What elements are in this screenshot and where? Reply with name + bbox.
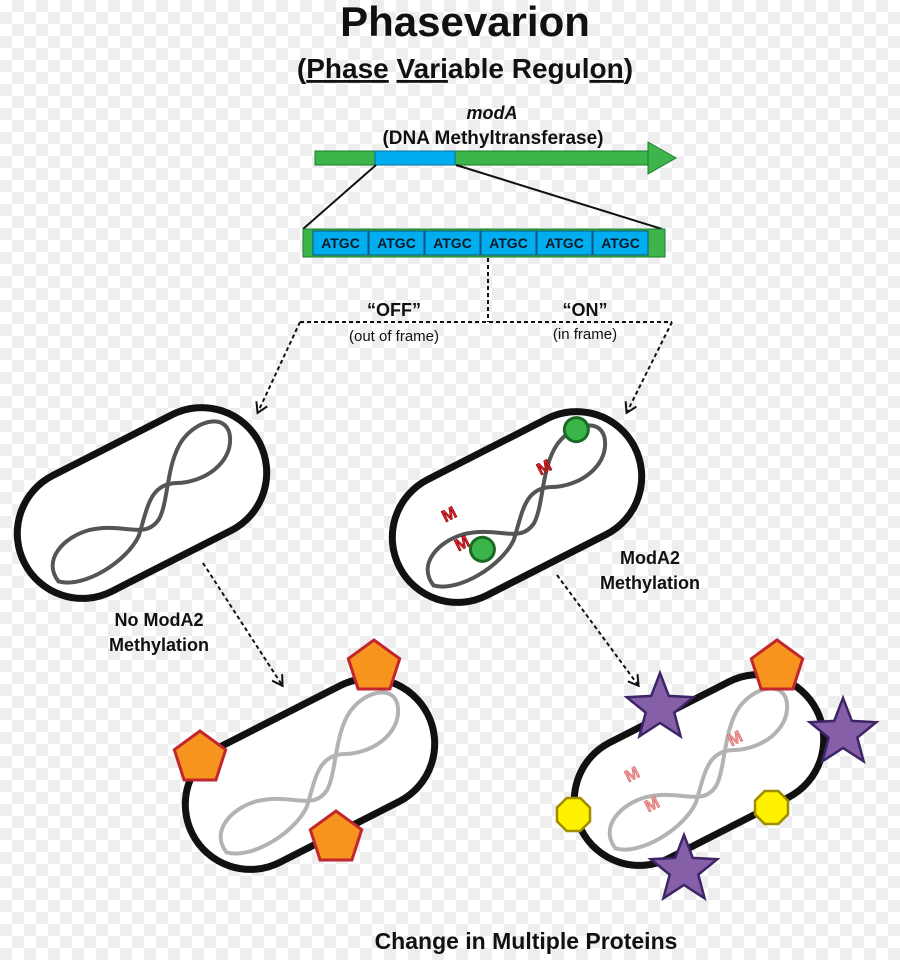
repeat-box xyxy=(424,230,481,256)
repeat-box xyxy=(368,230,425,256)
gene-name: modA xyxy=(467,103,518,123)
repeat-label: ATGC xyxy=(377,235,416,251)
on-branch-arrow xyxy=(624,321,673,415)
repeat-label: ATGC xyxy=(545,235,584,251)
methylation-label-line2: Methylation xyxy=(600,573,700,593)
octagon-protein xyxy=(555,796,592,833)
subtitle-phase: Phase xyxy=(306,53,389,84)
repeat-strip: ATGC ATGC ATGC ATGC ATGC ATGC xyxy=(302,228,666,258)
repeat-box xyxy=(592,230,649,256)
star-protein xyxy=(806,694,880,765)
on-label: “ON” xyxy=(563,300,608,320)
off-label: “OFF” xyxy=(367,300,421,320)
off-sublabel: (out of frame) xyxy=(349,328,439,345)
repeat-label: ATGC xyxy=(321,235,360,251)
octagon-protein xyxy=(753,789,790,826)
cell-on-result xyxy=(570,671,828,869)
repeat-label: ATGC xyxy=(601,235,640,251)
subtitle-on: on xyxy=(590,53,624,84)
off-branch-arrow xyxy=(255,321,301,415)
no-methylation-label-line2: Methylation xyxy=(109,635,209,655)
subtitle-open-paren: ( xyxy=(297,53,307,84)
branch-connector xyxy=(255,258,673,415)
repeat-label: ATGC xyxy=(489,235,528,251)
moda2-enzyme xyxy=(468,535,496,563)
no-methylation-label-line1: No ModA2 xyxy=(115,610,204,630)
pentagon-protein xyxy=(749,638,805,691)
subtitle-space xyxy=(389,53,397,84)
zoom-line-left xyxy=(302,164,377,230)
pentagon-protein xyxy=(172,729,228,782)
page-title: Phasevarion xyxy=(340,0,590,45)
on-sublabel: (in frame) xyxy=(553,326,617,343)
off-progress-arrow xyxy=(202,562,284,688)
moda2-enzyme xyxy=(562,416,590,444)
methylation-label-line1: ModA2 xyxy=(620,548,680,568)
pentagon-protein xyxy=(346,638,402,691)
star-protein xyxy=(647,831,721,902)
repeat-label: ATGC xyxy=(433,235,472,251)
repeat-box xyxy=(312,230,369,256)
repeat-region xyxy=(374,150,456,166)
cell-on xyxy=(388,408,646,606)
moda-gene-arrow xyxy=(314,141,678,175)
subtitle-close-paren: ) xyxy=(624,53,633,84)
bottom-caption: Change in Multiple Proteins xyxy=(375,928,678,954)
repeat-box xyxy=(536,230,593,256)
zoom-line-right xyxy=(455,164,663,230)
subtitle-able-regul: able Regul xyxy=(448,53,590,84)
repeat-box xyxy=(480,230,537,256)
star-protein xyxy=(623,669,697,740)
subtitle: (Phase Variable Regulon) xyxy=(297,53,633,84)
cell-off xyxy=(13,404,271,602)
subtitle-vari: Vari xyxy=(397,53,448,84)
on-progress-arrow xyxy=(556,574,640,688)
gene-description: (DNA Methyltransferase) xyxy=(382,128,603,149)
pentagon-protein xyxy=(308,809,364,862)
